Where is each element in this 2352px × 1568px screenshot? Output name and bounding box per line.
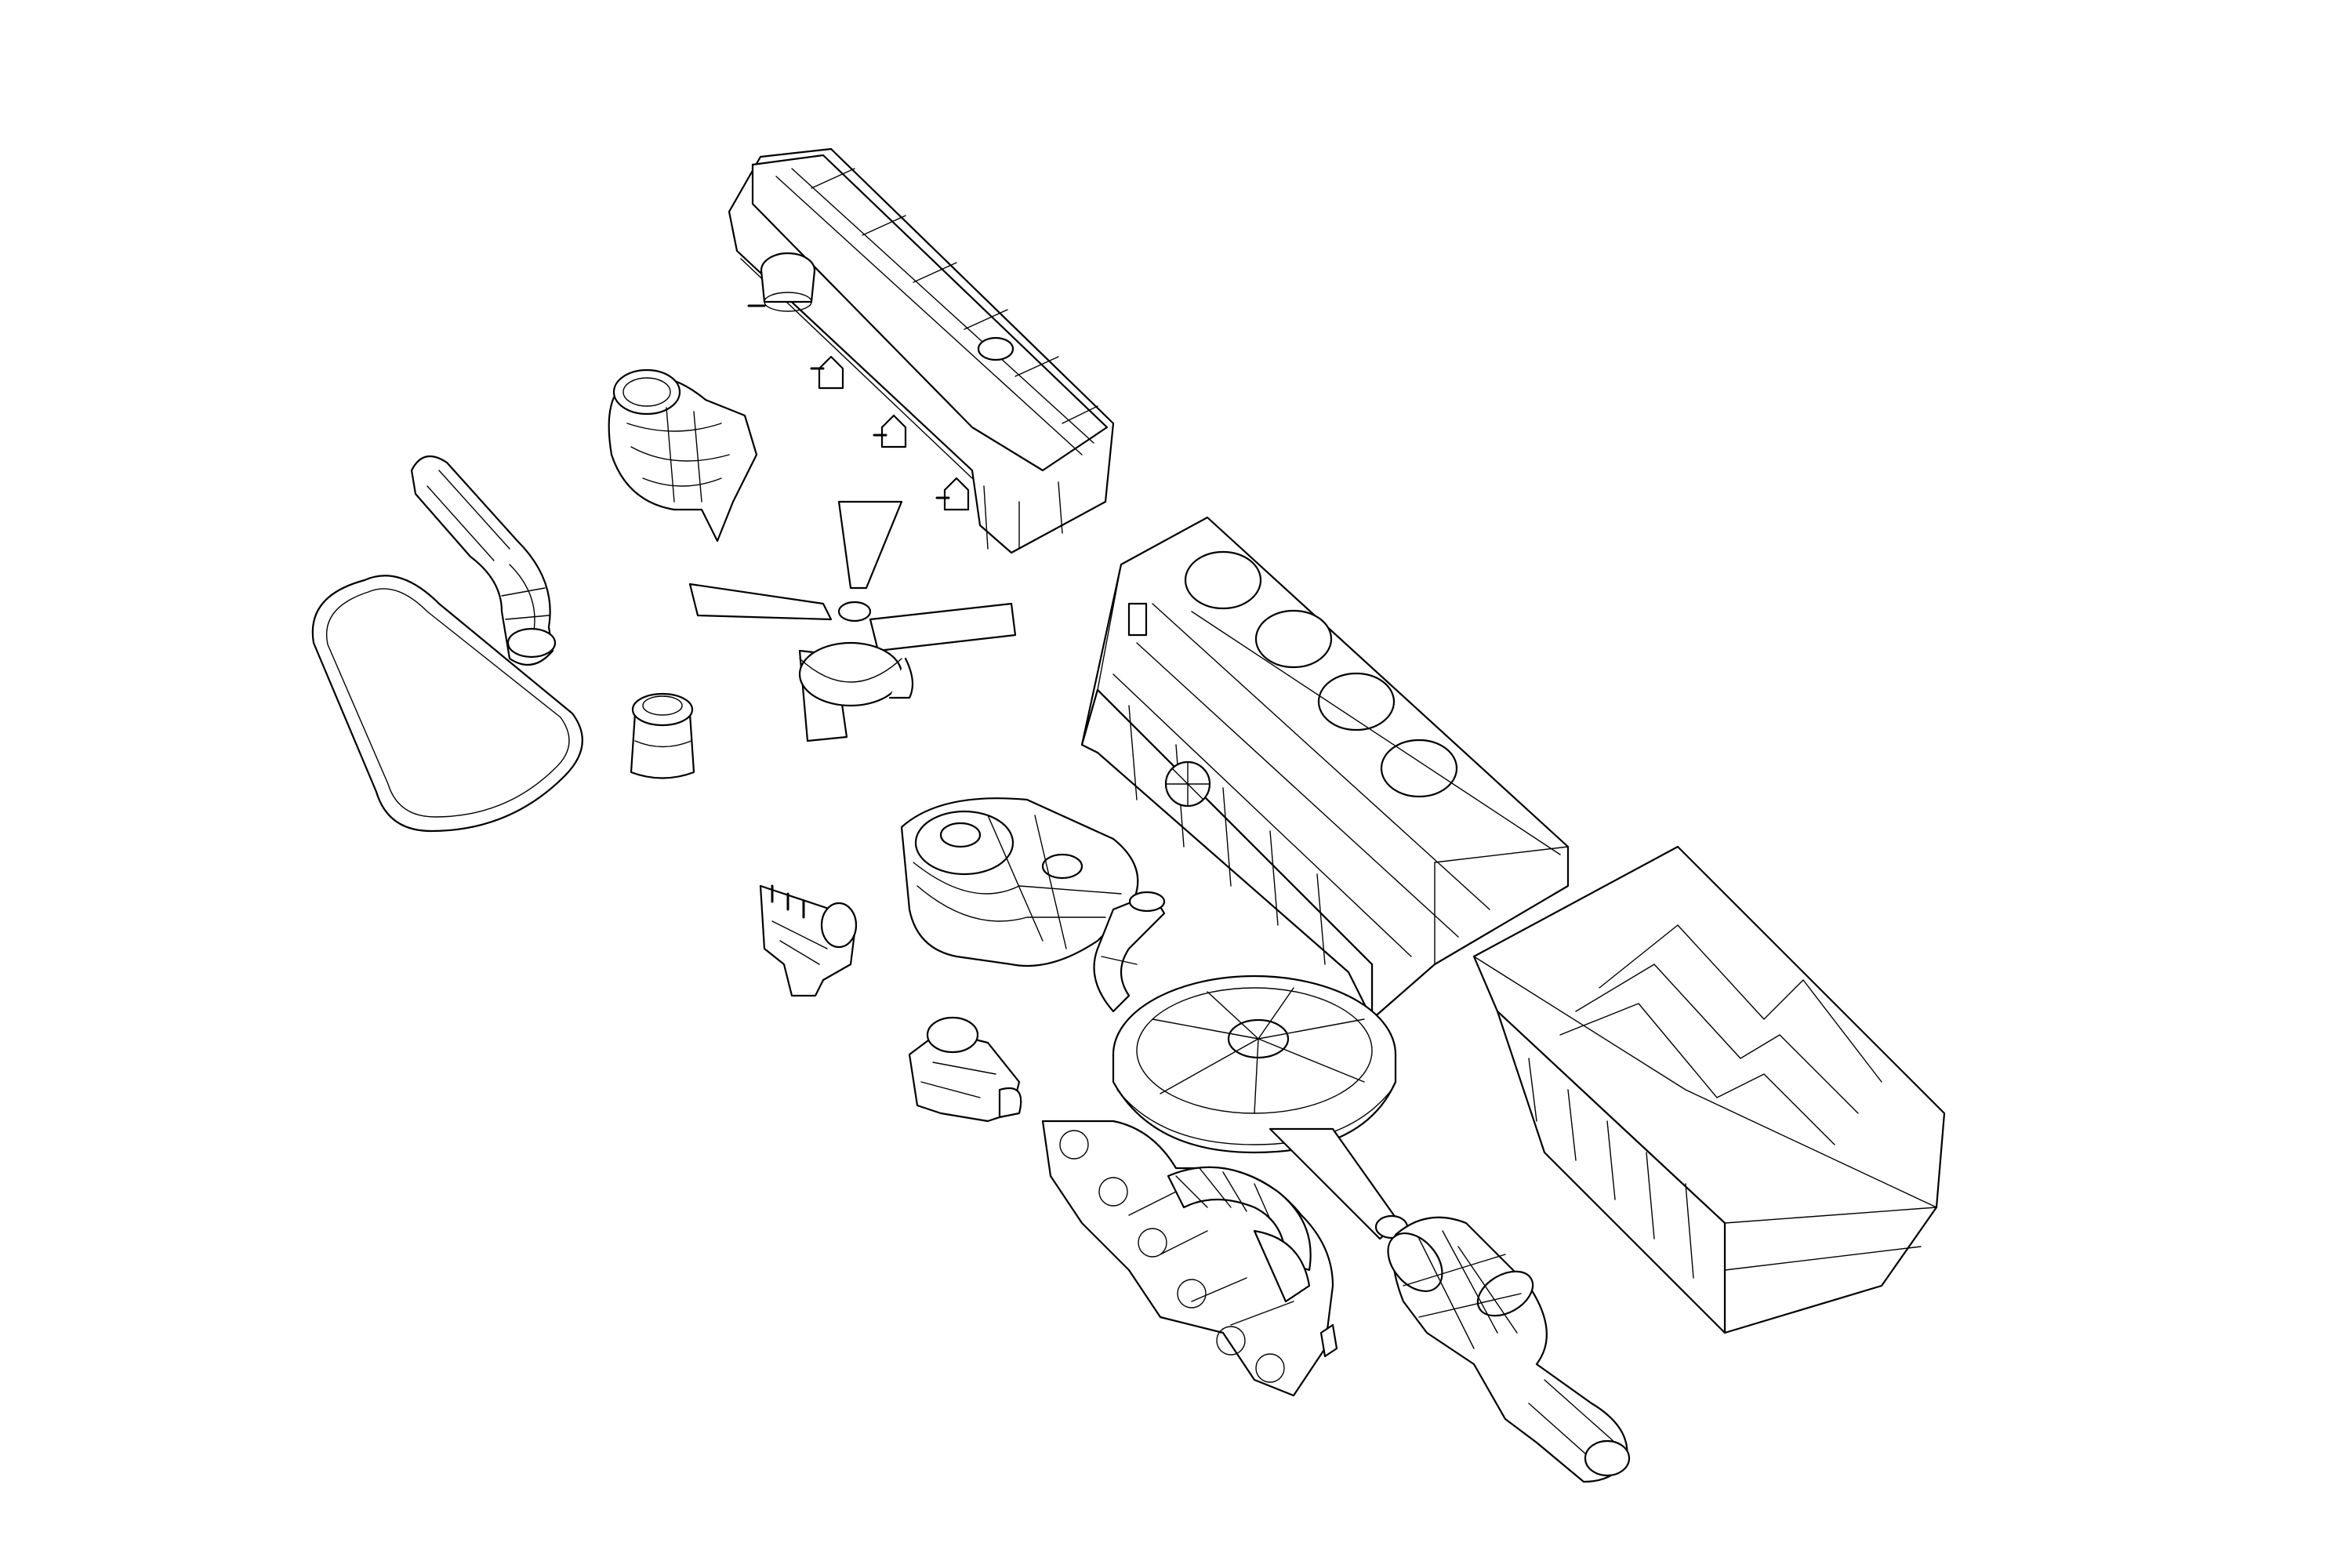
fuel-pump-icon [908, 1016, 1022, 1123]
oil-pan-icon [1472, 845, 1946, 1334]
distributor-icon [759, 884, 858, 997]
intake-snorkel-icon [1093, 891, 1166, 1013]
valve-cover-icon [728, 147, 1115, 554]
fan-icon [688, 500, 1017, 742]
air-cleaner-icon [1112, 975, 1409, 1240]
oil-filter-icon [630, 692, 695, 779]
thermostat-housing-icon [608, 368, 758, 543]
exhaust-manifold-icon [1041, 1120, 1338, 1397]
radiator-hose-icon [410, 455, 557, 666]
starter-motor-icon [1387, 1216, 1631, 1483]
timing-cover-icon [900, 797, 1139, 967]
engine-block-icon [1080, 516, 1570, 1021]
belt-icon [311, 575, 583, 833]
